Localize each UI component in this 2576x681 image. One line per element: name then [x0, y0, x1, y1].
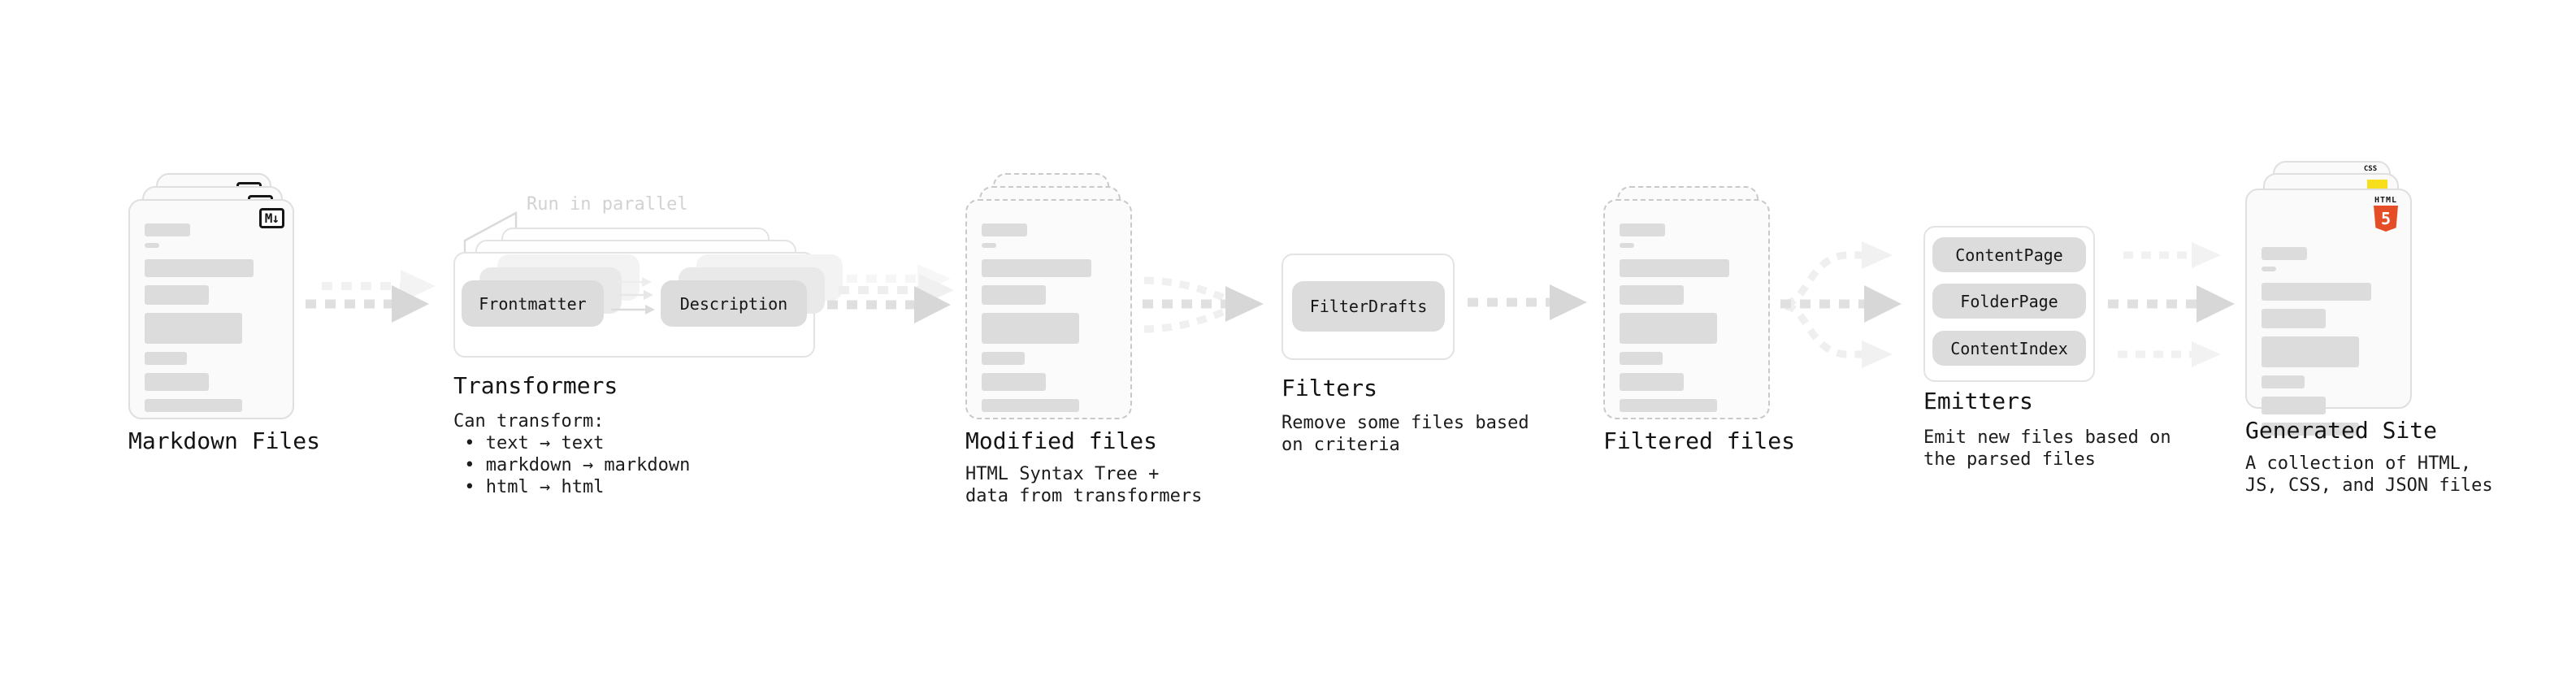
content-bar [145, 352, 188, 365]
content-bar [2262, 283, 2372, 301]
generated-site-label: Generated Site [2245, 417, 2438, 444]
markdown-files-stack: M↓ M↓ M↓ [128, 173, 294, 419]
content-bar [145, 373, 209, 391]
content-bar [1620, 259, 1730, 277]
filters-title: Filters [1281, 375, 1378, 401]
flow-arrow-markdown-to-transformers-icon [306, 270, 436, 323]
document-content-placeholder [1620, 223, 1754, 412]
flow-arrow-modified-to-filters-icon [1143, 276, 1264, 333]
content-bar [2262, 247, 2308, 260]
emitters-sublabel: Emit new files based on the parsed files [1923, 427, 2171, 470]
emitters-title: Emitters [1923, 388, 2033, 414]
content-bar [2262, 309, 2327, 328]
markdown-files-label: Markdown Files [128, 427, 321, 454]
content-bar [982, 285, 1047, 305]
callout-line-icon [463, 210, 518, 254]
document-content-placeholder [145, 223, 278, 412]
parallel-arrows-icon [611, 277, 655, 314]
flow-arrow-filtered-to-emitters-icon [1780, 241, 1902, 368]
content-bar [982, 259, 1092, 277]
content-bar [1620, 223, 1666, 236]
content-bar [145, 399, 242, 412]
filtered-files-stack [1603, 186, 1770, 419]
content-bar [1620, 399, 1718, 412]
markdown-icon: M↓ [258, 208, 284, 228]
content-bar [145, 243, 160, 248]
document-content-placeholder [2262, 247, 2396, 436]
flow-arrow-emitters-to-site-icon [2108, 242, 2235, 367]
content-bar [145, 285, 209, 305]
filters-sublabel: Remove some files based on criteria [1281, 413, 1529, 455]
generated-site-stack: CSS HTML 5 [2245, 161, 2412, 436]
content-bar [145, 223, 190, 236]
content-bar [145, 313, 242, 344]
content-bar [1620, 352, 1663, 365]
html5-icon: HTML 5 [2371, 196, 2400, 232]
filtered-files-label: Filtered files [1603, 427, 1796, 454]
frontmatter-transformer-pill: Frontmatter [462, 280, 604, 327]
transformers-description: Can transform: • text → text • markdown … [453, 411, 691, 497]
content-bar [2262, 397, 2327, 414]
content-bar [982, 243, 997, 248]
modified-files-stack [965, 173, 1132, 419]
content-bar [982, 373, 1047, 391]
markdown-file-card-front: M↓ [128, 199, 294, 419]
content-bar [1620, 285, 1685, 305]
site-file-card-html: HTML 5 [2245, 189, 2412, 436]
modified-files-sublabel: HTML Syntax Tree + data from transformer… [965, 464, 1203, 506]
filtered-file-card-front [1603, 199, 1770, 419]
content-bar [982, 399, 1080, 412]
content-bar [2262, 423, 2360, 436]
run-in-parallel-callout: Run in parallel [527, 194, 688, 215]
folder-page-emitter-pill: FolderPage [1932, 284, 2086, 319]
content-bar [982, 223, 1028, 236]
transformers-title: Transformers [453, 372, 618, 399]
content-index-emitter-pill: ContentIndex [1932, 331, 2086, 366]
content-bar [982, 313, 1080, 344]
js-icon [2367, 180, 2387, 190]
document-content-placeholder [982, 223, 1116, 412]
content-bar [2262, 267, 2277, 271]
filter-drafts-pill: FilterDrafts [1292, 281, 1445, 332]
content-bar [1620, 313, 1718, 344]
modified-files-label: Modified files [965, 427, 1158, 454]
content-bar [982, 352, 1025, 365]
flow-arrow-filters-to-filtered-icon [1468, 284, 1587, 320]
content-bar [145, 259, 254, 277]
modified-file-card-front [965, 199, 1132, 419]
content-bar [2262, 336, 2360, 367]
content-page-emitter-pill: ContentPage [1932, 237, 2086, 272]
flow-arrow-transformers-to-modified-icon [827, 264, 954, 323]
description-transformer-pill: Description [661, 280, 807, 327]
generated-site-sublabel: A collection of HTML, JS, CSS, and JSON … [2245, 453, 2493, 496]
content-bar [2262, 375, 2305, 388]
content-bar [1620, 373, 1685, 391]
content-bar [1620, 243, 1635, 248]
